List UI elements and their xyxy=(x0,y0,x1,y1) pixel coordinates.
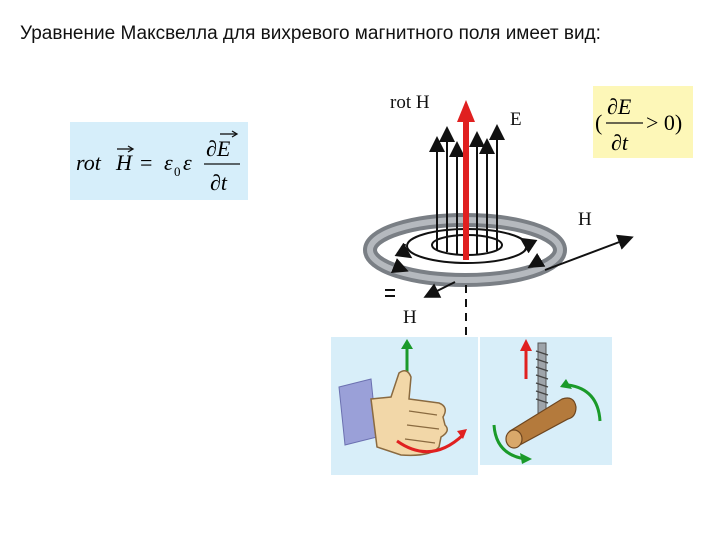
formula-numerator: ∂E xyxy=(206,136,231,161)
maxwell-formula-box: rot H = ε 0 ε ∂E ∂t xyxy=(70,122,248,200)
sleeve xyxy=(338,378,378,446)
label-rot-h: rot H xyxy=(390,92,430,113)
green-up-arrow-head xyxy=(401,339,413,349)
rot-h-arrow-head xyxy=(457,100,475,122)
right-hand-rule-panel xyxy=(331,337,478,475)
vector-arrowhead-e xyxy=(231,130,239,138)
thumb-up-hand-illustration xyxy=(338,339,467,457)
green-curved-arrow-left-head xyxy=(520,453,532,464)
vortex-field-diagram xyxy=(363,100,634,335)
formula-equals: = xyxy=(140,150,152,175)
finger-lines xyxy=(404,410,440,444)
h-tangent-arrow-bottom xyxy=(423,281,456,298)
ring-arrow-right xyxy=(527,252,546,269)
rot-h-arrow-shaft xyxy=(463,120,469,260)
formula-eps0: ε xyxy=(164,150,173,175)
gimlet-rule-panel xyxy=(480,337,612,465)
formula-eps: ε xyxy=(183,150,192,175)
screw-in-log-illustration xyxy=(492,339,602,464)
green-curved-arrow-right xyxy=(567,383,602,422)
red-up-arrow-head xyxy=(520,339,532,351)
label-e: E xyxy=(510,109,522,130)
slide-title: Уравнение Максвелла для вихревого магнит… xyxy=(20,23,601,44)
formula-eps0-subscript: 0 xyxy=(174,164,181,179)
red-curved-arrow-head xyxy=(457,429,467,439)
red-curved-arrow xyxy=(396,433,465,454)
condition-box: ( ∂E ∂t > 0) xyxy=(593,86,693,158)
green-curved-arrow-right-head xyxy=(560,379,572,389)
label-h-right: H xyxy=(578,209,592,230)
formula-denominator: ∂t xyxy=(210,170,228,195)
formula-h: H xyxy=(115,150,133,175)
screw-thread xyxy=(535,350,549,404)
maxwell-formula: rot H = ε 0 ε ∂E ∂t xyxy=(76,130,240,195)
label-h-bottom: H xyxy=(403,307,417,328)
hand xyxy=(370,370,448,457)
ring-arrow-left xyxy=(390,258,409,273)
condition-formula: ( ∂E ∂t > 0) xyxy=(595,94,682,155)
condition-open-paren: ( xyxy=(595,110,602,135)
condition-relation: > 0) xyxy=(646,110,682,135)
log xyxy=(509,397,577,448)
formula-rot: rot xyxy=(76,150,102,175)
log-end xyxy=(505,429,523,449)
condition-numerator: ∂E xyxy=(607,94,632,119)
vector-arrowhead-h xyxy=(127,145,135,153)
loop-arrow-right xyxy=(519,237,538,254)
loop-arrow-left xyxy=(394,242,413,259)
h-tangent-arrow-right xyxy=(544,234,634,271)
condition-denominator: ∂t xyxy=(611,130,629,155)
